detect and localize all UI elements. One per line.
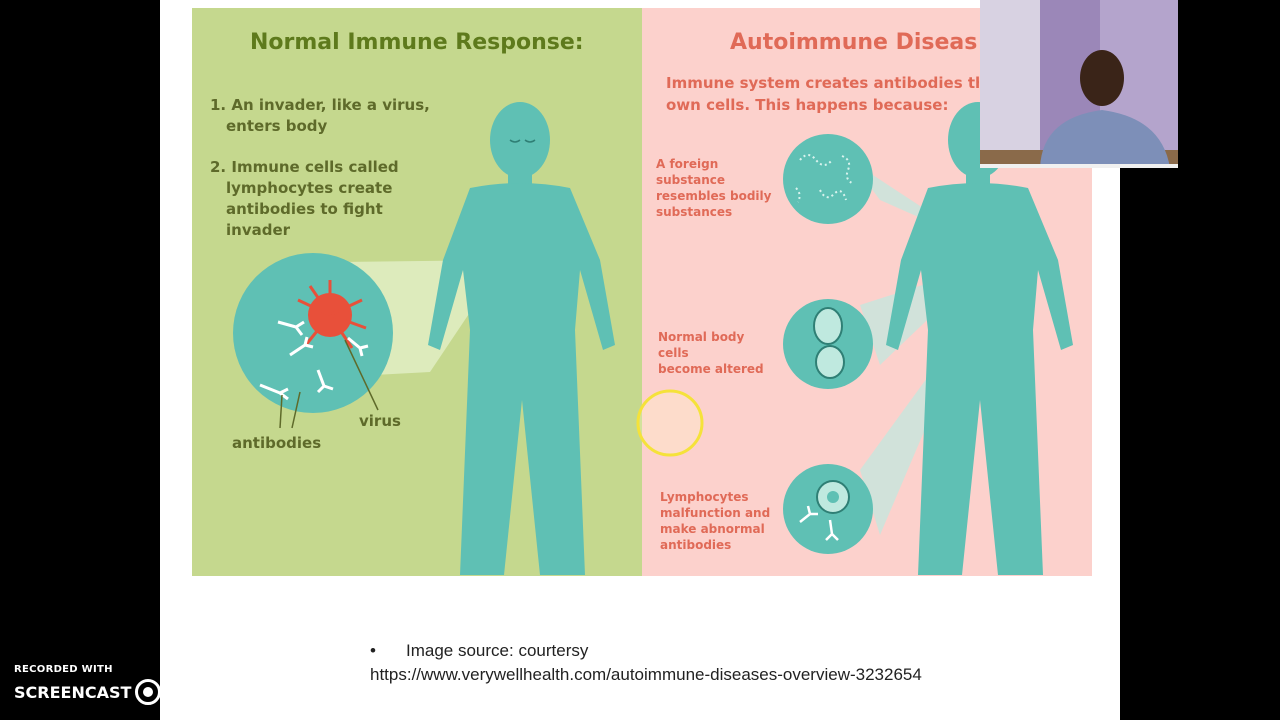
antibody-icons xyxy=(259,320,369,401)
cursor-highlight xyxy=(636,389,704,457)
step-1-text: 1. An invader, like a virus, enters body xyxy=(210,96,430,135)
caption-line-1: Image source: courtersy xyxy=(406,641,589,660)
cause-circle-3 xyxy=(783,464,873,554)
left-panel-title: Normal Immune Response: xyxy=(250,30,584,55)
virus-icon xyxy=(297,280,367,349)
screencast-logo-icon xyxy=(135,679,162,705)
screencast-watermark: RECORDED WITH SCREENCAST MATIC xyxy=(14,664,221,705)
virus-magnified-circle xyxy=(233,253,393,413)
infographic xyxy=(192,8,1092,576)
step-2-text: 2. Immune cells called lymphocytes creat… xyxy=(210,158,399,239)
cause-2-text: Normal body cells become altered xyxy=(658,330,764,376)
bullet-icon: • xyxy=(370,641,376,660)
right-panel-title: Autoimmune Diseas xyxy=(730,30,978,55)
presenter-video-icon xyxy=(980,0,1178,168)
cause-3-text: Lymphocytes malfunction and make abnorma… xyxy=(660,490,771,552)
cause-1-text: A foreign substance resembles bodily sub… xyxy=(656,157,772,219)
image-source-caption: • Image source: courtersy https://www.ve… xyxy=(370,639,922,687)
cause-circle-2 xyxy=(783,299,873,389)
right-intro-text: Immune system creates antibodies that ow… xyxy=(666,74,979,114)
antibodies-label: antibodies xyxy=(232,434,322,452)
cause-circle-1 xyxy=(783,134,873,224)
virus-label: virus xyxy=(359,412,401,430)
caption-url: https://www.verywellhealth.com/autoimmun… xyxy=(370,665,922,684)
webcam-overlay xyxy=(980,0,1178,168)
